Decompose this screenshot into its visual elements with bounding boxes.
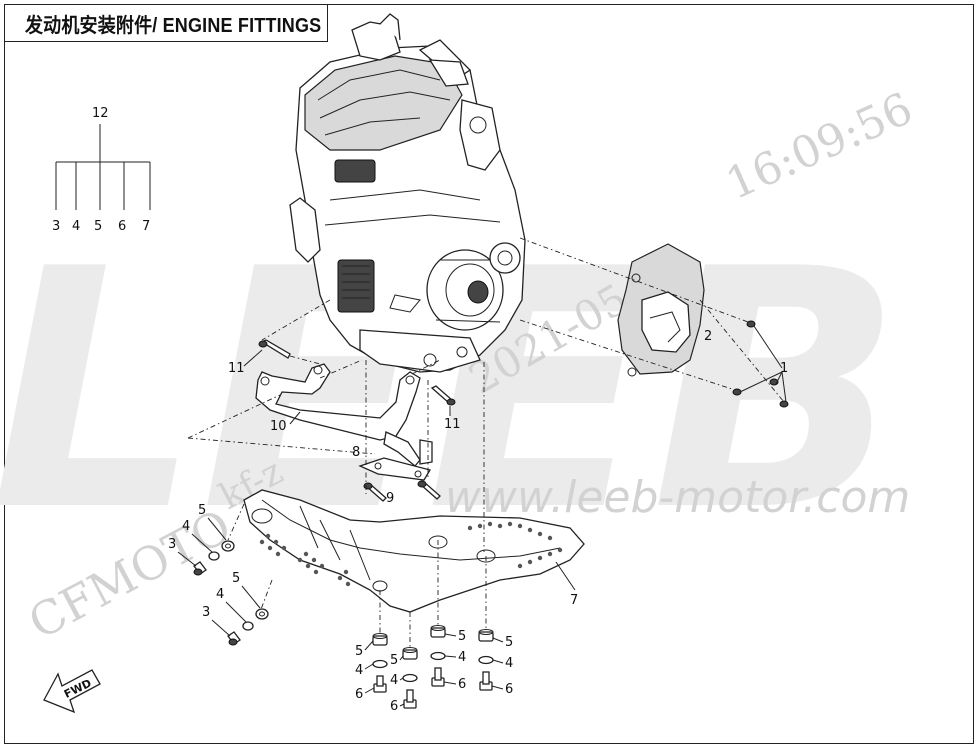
- group-12-bracket: 12 3 4 5 6 7: [52, 106, 151, 234]
- callout-left-upper-5: 5: [198, 503, 206, 518]
- callout-bottom-b-6: 6: [390, 699, 398, 714]
- cover-leader-lines: [519, 237, 785, 403]
- page-title: 发动机安装附件/ ENGINE FITTINGS: [25, 14, 322, 37]
- hardware-stack-left-upper: 3 4 5: [168, 503, 235, 576]
- bracket-leader-lines: [187, 299, 441, 455]
- hardware-stack-bottom-b: 5 4 6: [390, 647, 418, 714]
- callout-10: 10: [270, 419, 287, 434]
- group-member-3: 3: [52, 219, 60, 234]
- title-box: 发动机安装附件/ ENGINE FITTINGS: [4, 4, 328, 42]
- engine-assembly: [289, 13, 526, 373]
- group-member-7: 7: [142, 219, 150, 234]
- plate-bolts-part-9: 9: [363, 480, 441, 506]
- callout-bottom-b-4: 4: [390, 673, 398, 688]
- callout-bottom-d-5: 5: [505, 635, 513, 650]
- callout-bottom-a-5: 5: [355, 644, 363, 659]
- callout-bottom-a-6: 6: [355, 687, 363, 702]
- callout-bottom-a-4: 4: [355, 663, 363, 678]
- callout-left-upper-4: 4: [182, 519, 190, 534]
- group-12-label: 12: [92, 106, 109, 121]
- callout-bottom-c-5: 5: [458, 629, 466, 644]
- callout-left-lower-5: 5: [232, 571, 240, 586]
- hardware-stack-bottom-d: 5 4 6: [478, 629, 513, 697]
- mount-bracket-part-10: 10: [255, 363, 433, 467]
- callout-9: 9: [386, 491, 394, 506]
- callout-8: 8: [352, 445, 360, 460]
- callout-bottom-d-6: 6: [505, 682, 513, 697]
- group-member-6: 6: [118, 219, 126, 234]
- watermark-time: 16:09:56: [719, 83, 920, 210]
- hardware-stack-left-lower: 3 4 5: [202, 571, 269, 646]
- watermark-url: www.leeb-motor.com: [445, 472, 910, 523]
- callout-bottom-c-4: 4: [458, 650, 466, 665]
- forward-direction-arrow: FWD: [43, 669, 101, 714]
- skid-plate-part-7: 7: [243, 489, 585, 613]
- plate-part-8: 8: [352, 445, 432, 481]
- callout-bottom-b-5: 5: [390, 653, 398, 668]
- cover-bolts-part-1: 1: [732, 320, 789, 408]
- callout-11-right: 11: [444, 417, 461, 432]
- callout-7: 7: [570, 593, 578, 608]
- mount-bolts-part-11: 11 11: [228, 339, 461, 432]
- sprocket-cover-part-2: 2: [617, 243, 712, 377]
- group-member-5: 5: [94, 219, 102, 234]
- hardware-stack-bottom-a: 5 4 6: [355, 633, 388, 702]
- callout-bottom-d-4: 4: [505, 656, 513, 671]
- callout-left-lower-3: 3: [202, 605, 210, 620]
- group-member-4: 4: [72, 219, 80, 234]
- callout-11-left: 11: [228, 361, 245, 376]
- callout-2: 2: [704, 329, 712, 344]
- callout-left-upper-3: 3: [168, 537, 176, 552]
- callout-left-lower-4: 4: [216, 587, 224, 602]
- callout-bottom-c-6: 6: [458, 677, 466, 692]
- skid-leader-lines: [227, 360, 487, 650]
- diagram-frame: [4, 4, 974, 744]
- callout-1: 1: [780, 361, 788, 376]
- hardware-stack-bottom-c: 5 4 6: [430, 625, 466, 692]
